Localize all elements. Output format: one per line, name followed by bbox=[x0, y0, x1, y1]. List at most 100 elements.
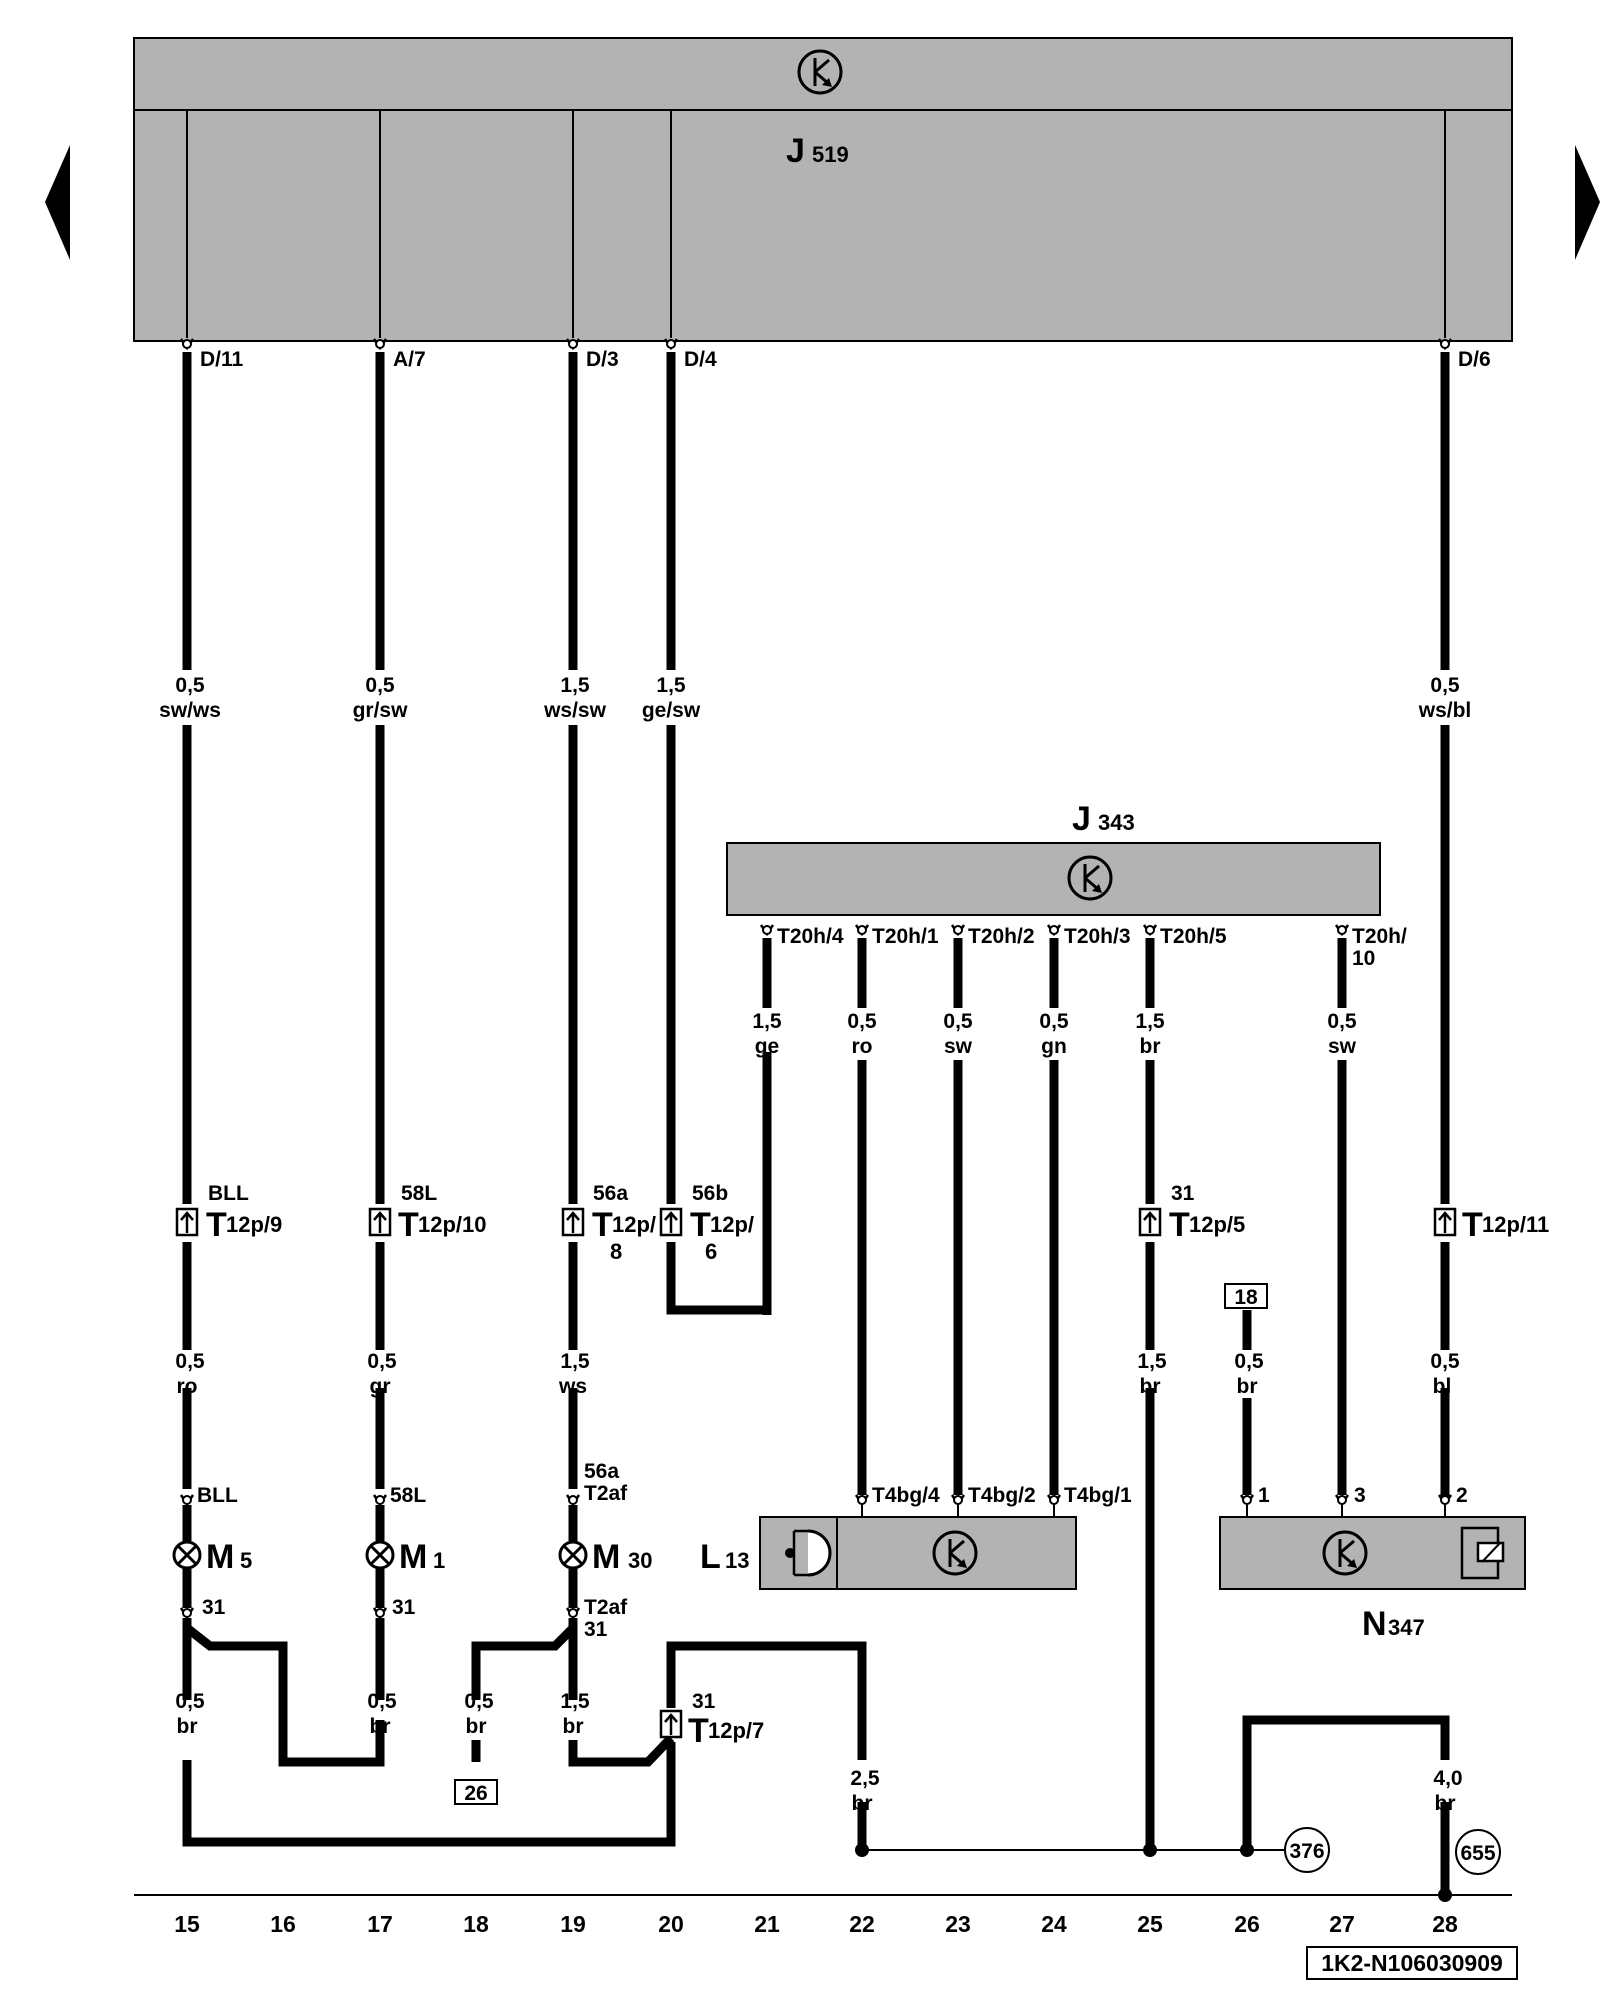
pin-label: T20h/4 bbox=[777, 925, 844, 948]
arrow-right-icon[interactable] bbox=[1575, 145, 1600, 260]
svg-text:M: M bbox=[206, 1538, 234, 1576]
svg-text:18: 18 bbox=[1234, 1286, 1258, 1309]
wire-gauge: 0,5 bbox=[1234, 1350, 1264, 1373]
wire-color: ws bbox=[558, 1375, 587, 1398]
wire-gauge: 0,5 bbox=[464, 1690, 494, 1713]
connector-t12p-6: 56b T 12p/ 6 bbox=[659, 1182, 754, 1264]
svg-text:12p/5: 12p/5 bbox=[1189, 1212, 1245, 1237]
svg-text:31: 31 bbox=[1171, 1182, 1195, 1205]
bulb-m5: BLL M 5 31 bbox=[172, 1484, 252, 1619]
fiber-bulb-icon bbox=[807, 1529, 832, 1577]
svg-text:T2af: T2af bbox=[584, 1482, 628, 1505]
j519-number: 519 bbox=[812, 142, 849, 167]
wire-gauge: 0,5 bbox=[1327, 1010, 1357, 1033]
svg-text:1: 1 bbox=[433, 1548, 445, 1573]
svg-text:13: 13 bbox=[725, 1548, 749, 1573]
svg-text:376: 376 bbox=[1289, 1840, 1324, 1863]
arrow-left-icon[interactable] bbox=[45, 145, 70, 260]
wire-color: gr bbox=[370, 1375, 391, 1398]
svg-text:31: 31 bbox=[584, 1618, 608, 1641]
track-number: 17 bbox=[367, 1911, 393, 1937]
wire-color: sw bbox=[1328, 1035, 1357, 1058]
svg-text:26: 26 bbox=[464, 1782, 487, 1805]
svg-text:T: T bbox=[398, 1206, 419, 1244]
wire-gauge: 0,5 bbox=[943, 1010, 973, 1033]
control-unit-j343: J 343 bbox=[726, 800, 1381, 916]
wire-color: ws/bl bbox=[1418, 699, 1472, 722]
ref-box-26: 26 bbox=[454, 1779, 498, 1805]
pin-label: T20h/3 bbox=[1064, 925, 1131, 948]
pin-label: A/7 bbox=[393, 348, 426, 371]
svg-text:L: L bbox=[700, 1538, 721, 1576]
svg-text:58L: 58L bbox=[401, 1182, 437, 1205]
wire-gauge: 0,5 bbox=[175, 674, 205, 697]
track-number: 22 bbox=[849, 1911, 875, 1937]
pin-label: T4bg/2 bbox=[968, 1484, 1036, 1507]
pin-label: D/6 bbox=[1458, 348, 1491, 371]
pin-label: 10 bbox=[1352, 947, 1375, 970]
svg-text:T: T bbox=[690, 1206, 711, 1244]
ref-circle-376: 376 bbox=[1284, 1827, 1330, 1873]
bulb-m30: 56a T2af M 30 T2af 31 bbox=[558, 1460, 652, 1641]
svg-text:BLL: BLL bbox=[197, 1484, 238, 1507]
wire-color: br bbox=[370, 1715, 391, 1738]
connector-t12p-8: 56a T 12p/ 8 bbox=[561, 1182, 656, 1264]
wire-color: ge bbox=[755, 1035, 780, 1058]
pin-label: T20h/ bbox=[1352, 925, 1407, 948]
wire-color: ro bbox=[177, 1375, 198, 1398]
connector-t12p-7: 31 T 12p/7 bbox=[688, 1690, 764, 1750]
svg-text:56a: 56a bbox=[593, 1182, 628, 1205]
track-number: 16 bbox=[270, 1911, 296, 1937]
wire-gauge: 1,5 bbox=[656, 674, 686, 697]
wire-color: br bbox=[563, 1715, 584, 1738]
j519-letter: J bbox=[786, 132, 805, 170]
svg-text:T: T bbox=[1169, 1206, 1190, 1244]
wire-color: br bbox=[1435, 1792, 1456, 1815]
lamp-icon bbox=[365, 1540, 395, 1570]
svg-text:12p/9: 12p/9 bbox=[226, 1212, 282, 1237]
wire-color: bl bbox=[1433, 1375, 1452, 1398]
wire-color: sw/ws bbox=[159, 699, 221, 722]
ref-box-18: 18 bbox=[1224, 1283, 1268, 1309]
svg-text:N: N bbox=[1362, 1605, 1387, 1643]
bulb-l13: L 13 bbox=[700, 1516, 1077, 1590]
j343-number: 343 bbox=[1098, 810, 1135, 835]
wire-gauge: 1,5 bbox=[1135, 1010, 1165, 1033]
pin-label: T20h/2 bbox=[968, 925, 1035, 948]
pin-label: 1 bbox=[1258, 1484, 1270, 1507]
lamp-icon bbox=[172, 1540, 202, 1570]
j343-letter: J bbox=[1072, 800, 1091, 838]
wire-gauge: 1,5 bbox=[560, 674, 590, 697]
wire-color: br bbox=[177, 1715, 198, 1738]
wire-gauge: 0,5 bbox=[1039, 1010, 1069, 1033]
track-numbers: 15 16 17 18 19 20 21 22 23 24 25 26 27 2… bbox=[174, 1911, 1458, 1937]
pin-label: D/4 bbox=[684, 348, 717, 371]
track-number: 25 bbox=[1137, 1911, 1163, 1937]
wire-color: br bbox=[1140, 1375, 1161, 1398]
wire-color: ge/sw bbox=[642, 699, 701, 722]
wire-color: br bbox=[852, 1792, 873, 1815]
track-number: 19 bbox=[560, 1911, 586, 1937]
track-number: 20 bbox=[658, 1911, 684, 1937]
svg-text:8: 8 bbox=[610, 1239, 622, 1264]
wire-gauge: 1,5 bbox=[1137, 1350, 1167, 1373]
svg-text:347: 347 bbox=[1388, 1615, 1425, 1640]
pin-label: D/11 bbox=[200, 348, 244, 371]
lamp-icon bbox=[558, 1540, 588, 1570]
svg-text:T: T bbox=[1462, 1206, 1483, 1244]
connector-t12p-5: 31 T 12p/5 bbox=[1138, 1182, 1245, 1244]
wire-color: gn bbox=[1041, 1035, 1067, 1058]
svg-text:M: M bbox=[399, 1538, 427, 1576]
control-unit-j519: J 519 bbox=[133, 37, 1513, 342]
wire-gauge: 0,5 bbox=[367, 1690, 397, 1713]
pin-label: T4bg/1 bbox=[1064, 1484, 1132, 1507]
svg-text:31: 31 bbox=[692, 1690, 716, 1713]
svg-text:56b: 56b bbox=[692, 1182, 728, 1205]
track-number: 15 bbox=[174, 1911, 200, 1937]
svg-text:31: 31 bbox=[202, 1596, 226, 1619]
pin-label: T4bg/4 bbox=[872, 1484, 940, 1507]
pin-label: 2 bbox=[1456, 1484, 1468, 1507]
bulb-m1: 58L M 1 31 bbox=[365, 1484, 445, 1619]
wire-gauge: 0,5 bbox=[365, 674, 395, 697]
wire-gauge: 0,5 bbox=[1430, 674, 1460, 697]
